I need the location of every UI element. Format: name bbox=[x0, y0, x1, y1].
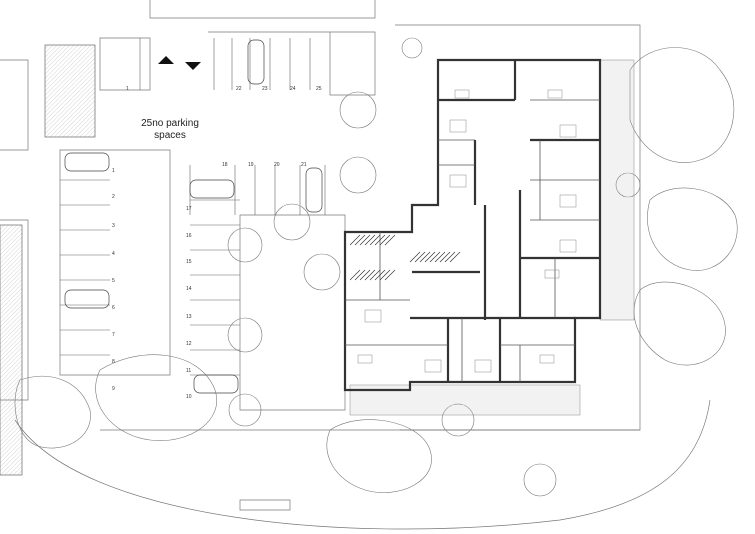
svg-text:3: 3 bbox=[112, 223, 115, 229]
parking-label-line1: 25no parking bbox=[141, 118, 199, 129]
interior-walls bbox=[345, 99, 600, 382]
bay-numbers-middle: 18 19 20 21 bbox=[222, 162, 307, 168]
svg-text:6: 6 bbox=[112, 305, 115, 311]
building-walls bbox=[343, 58, 602, 392]
svg-text:24: 24 bbox=[290, 86, 296, 92]
svg-text:23: 23 bbox=[262, 86, 268, 92]
svg-text:10: 10 bbox=[186, 394, 192, 400]
svg-text:7: 7 bbox=[112, 332, 115, 338]
svg-text:21: 21 bbox=[301, 162, 307, 168]
svg-text:2: 2 bbox=[112, 194, 115, 200]
svg-text:12: 12 bbox=[186, 341, 192, 347]
svg-text:22: 22 bbox=[236, 86, 242, 92]
bay-numbers-left: 1 2 3 4 5 6 7 8 9 bbox=[112, 168, 115, 392]
svg-text:18: 18 bbox=[222, 162, 228, 168]
svg-text:11: 11 bbox=[186, 368, 191, 374]
svg-text:8: 8 bbox=[112, 359, 115, 365]
svg-text:17: 17 bbox=[186, 206, 192, 212]
site-boundary bbox=[0, 0, 711, 530]
svg-text:20: 20 bbox=[274, 162, 280, 168]
cars bbox=[64, 39, 323, 394]
svg-text:25: 25 bbox=[316, 86, 322, 92]
svg-text:1: 1 bbox=[126, 86, 129, 92]
decking-east bbox=[599, 59, 635, 321]
bike-store bbox=[349, 234, 461, 281]
bin-store bbox=[44, 44, 96, 138]
svg-text:19: 19 bbox=[248, 162, 254, 168]
svg-text:15: 15 bbox=[186, 259, 192, 265]
entry-arrow-icon bbox=[158, 56, 174, 64]
trees bbox=[14, 37, 738, 497]
svg-text:13: 13 bbox=[186, 314, 192, 320]
svg-text:16: 16 bbox=[186, 233, 192, 239]
furniture bbox=[357, 89, 577, 373]
svg-text:9: 9 bbox=[112, 386, 115, 392]
bay-numbers-centre: 17 16 15 14 13 12 11 10 bbox=[186, 206, 192, 400]
svg-text:5: 5 bbox=[112, 278, 115, 284]
svg-text:4: 4 bbox=[112, 251, 115, 257]
side-building bbox=[0, 224, 23, 476]
parking-bays bbox=[60, 38, 326, 376]
bay-numbers-top: 1 22 23 24 25 bbox=[126, 86, 322, 92]
svg-text:14: 14 bbox=[186, 286, 192, 292]
exit-arrow-icon bbox=[185, 62, 201, 70]
svg-text:1: 1 bbox=[112, 168, 115, 174]
parking-label-line2: spaces bbox=[154, 130, 186, 141]
